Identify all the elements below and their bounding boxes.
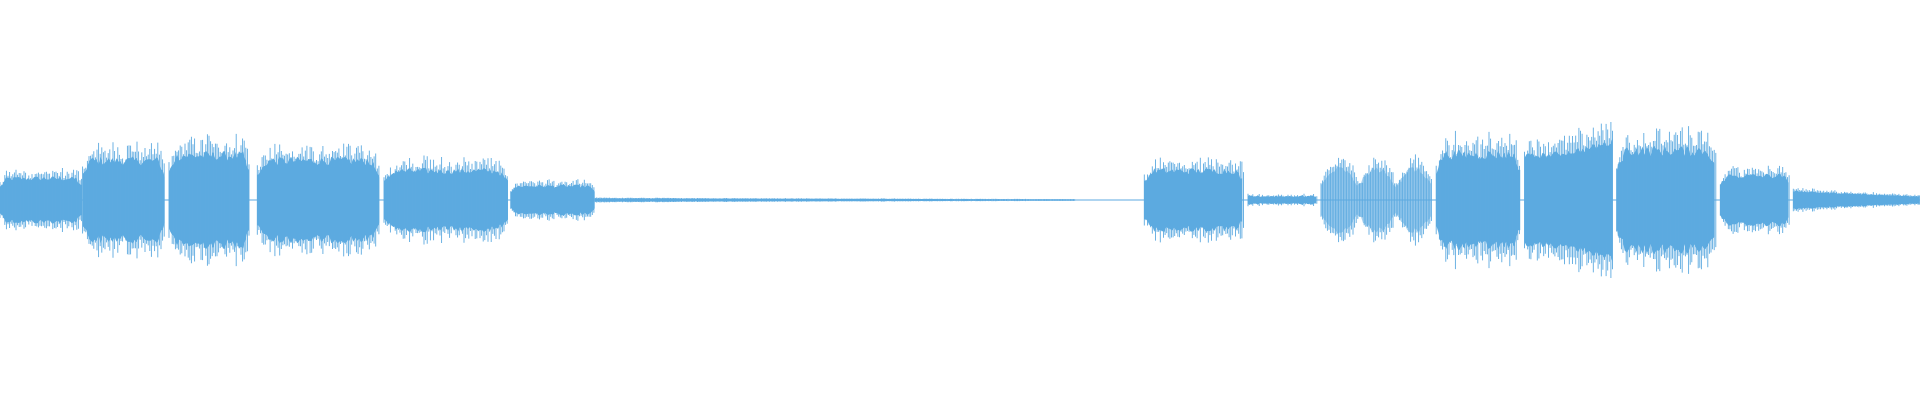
waveform-peaks: [1143, 157, 1244, 243]
waveform-segment-9: [1247, 193, 1318, 207]
waveform-segment-10: [1320, 154, 1432, 246]
waveform-peaks: [510, 179, 595, 221]
waveform-peaks: [1435, 130, 1520, 270]
waveform-segment-7: [594, 197, 1076, 203]
waveform-peaks: [383, 155, 508, 245]
waveform-peaks: [168, 133, 250, 267]
waveform-segment-4: [256, 143, 380, 257]
waveform-segment-6: [510, 179, 595, 221]
waveform-peaks: [1320, 154, 1432, 246]
waveform-segment-8: [1143, 157, 1244, 243]
waveform-segment-1: [0, 168, 83, 232]
waveform-segment-5: [383, 155, 508, 245]
waveform-peaks: [1719, 165, 1790, 235]
waveform-peaks: [256, 143, 380, 257]
waveform-peaks: [1524, 122, 1613, 278]
waveform-peaks: [1616, 126, 1717, 274]
waveform-peaks: [82, 141, 165, 259]
waveform-segment-12: [1524, 122, 1613, 278]
waveform-peaks: [1247, 193, 1318, 207]
waveform-segment-11: [1435, 130, 1521, 270]
waveform-segment-3: [168, 133, 250, 267]
waveform-segments: [0, 122, 1920, 278]
waveform-core: [0, 176, 82, 224]
waveform-segment-15: [1792, 188, 1920, 212]
waveform-peaks: [594, 197, 1075, 203]
waveform-core: [1321, 166, 1431, 234]
waveform-segment-2: [82, 141, 165, 259]
waveform-segment-13: [1616, 126, 1717, 274]
waveform-peaks: [1792, 188, 1920, 212]
waveform-segment-14: [1719, 165, 1790, 235]
waveform-core: [82, 156, 165, 244]
waveform-peaks: [0, 168, 83, 232]
